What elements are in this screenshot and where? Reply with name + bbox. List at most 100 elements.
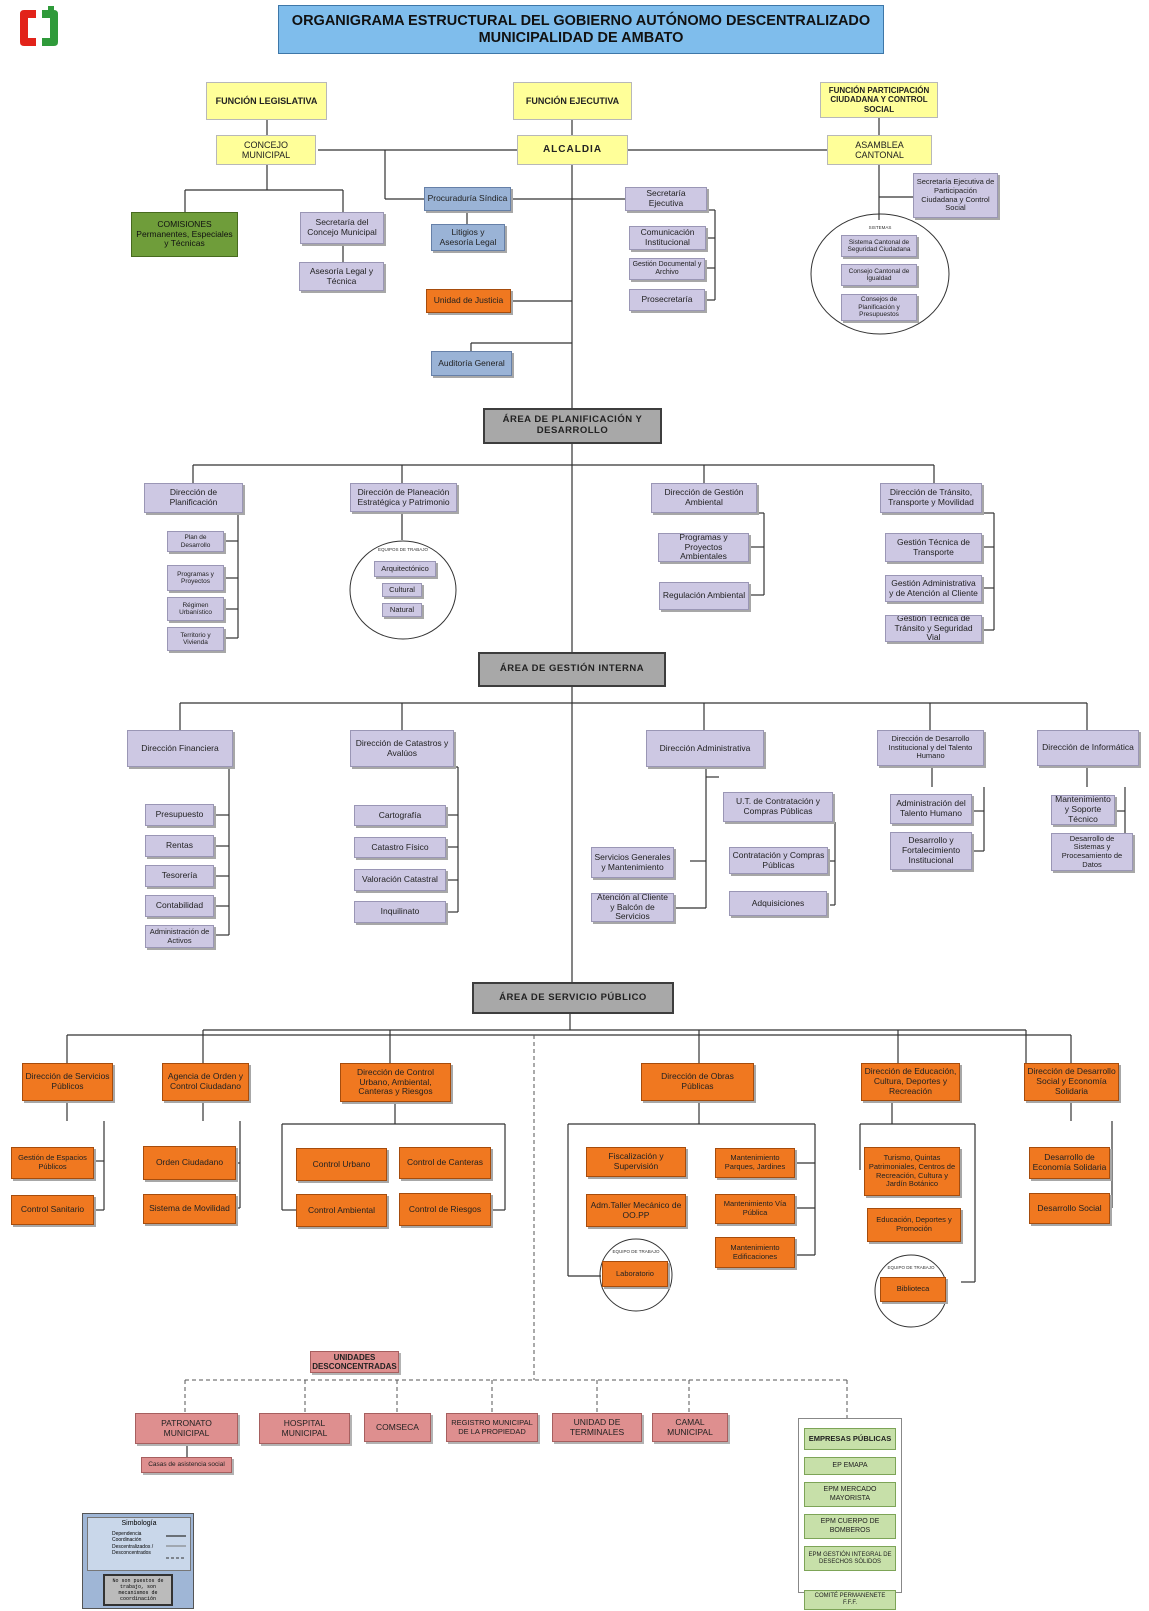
dir-obras-publicas[interactable]: Dirección de Obras Públicas (641, 1063, 754, 1101)
administracion-talento[interactable]: Administración del Talento Humano (890, 794, 972, 824)
gestion-tecnica-transporte[interactable]: Gestión Técnica de Transporte (885, 533, 982, 562)
area-servicio-publico[interactable]: ÁREA DE SERVICIO PÚBLICO (472, 982, 674, 1014)
ut-contratacion[interactable]: U.T. de Contratación y Compras Públicas (723, 792, 833, 822)
desarrollo-social[interactable]: Desarrollo Social (1029, 1193, 1110, 1224)
plan-desarrollo[interactable]: Plan de Desarrollo (167, 531, 224, 552)
concejo-municipal[interactable]: CONCEJO MUNICIPAL (216, 135, 316, 165)
adquisiciones[interactable]: Adquisiciones (729, 891, 827, 916)
dir-administrativa[interactable]: Dirección Administrativa (646, 730, 764, 767)
auditoria-general[interactable]: Auditoría General (431, 351, 512, 376)
desarrollo-institucional[interactable]: Desarrollo y Fortalecimiento Institucion… (890, 832, 972, 870)
comunicacion-institucional[interactable]: Comunicación Institucional (629, 226, 706, 250)
epm-mercado-mayorista[interactable]: EPM MERCADO MAYORISTA (804, 1482, 896, 1507)
taller-mecanico[interactable]: Adm.Taller Mecánico de OO.PP (586, 1194, 686, 1227)
programas-ambientales[interactable]: Programas y Proyectos Ambientales (658, 533, 749, 562)
dir-talento-humano[interactable]: Dirección de Desarrollo Institucional y … (877, 730, 984, 766)
unidad-justicia[interactable]: Unidad de Justicia (426, 289, 511, 313)
biblioteca[interactable]: Biblioteca (880, 1277, 946, 1302)
casas-asistencia[interactable]: Casas de asistencia social (141, 1457, 232, 1473)
dir-financiera[interactable]: Dirección Financiera (127, 730, 233, 767)
laboratorio[interactable]: Laboratorio (602, 1261, 668, 1287)
dir-planificacion[interactable]: Dirección de Planificación (144, 483, 243, 513)
gestion-documental[interactable]: Gestión Documental y Archivo (629, 258, 705, 280)
ep-emapa[interactable]: EP EMAPA (804, 1457, 896, 1475)
inquilinato[interactable]: Inquilinato (354, 901, 446, 923)
contabilidad[interactable]: Contabilidad (145, 895, 214, 917)
camal-municipal[interactable]: CAMAL MUNICIPAL (652, 1413, 728, 1442)
registro-propiedad[interactable]: REGISTRO MUNICIPAL DE LA PROPIEDAD (446, 1413, 538, 1442)
mantenimiento-edificaciones[interactable]: Mantenimiento Edificaciones (715, 1237, 795, 1268)
hospital-municipal[interactable]: HOSPITAL MUNICIPAL (259, 1413, 350, 1444)
atencion-cliente[interactable]: Atención al Cliente y Balcón de Servicio… (591, 893, 674, 922)
programas-proyectos[interactable]: Programas y Proyectos (167, 565, 224, 591)
epm-gestion-desechos[interactable]: EPM GESTIÓN INTEGRAL DE DESECHOS SÓLIDOS (804, 1546, 896, 1571)
mantenimiento-via[interactable]: Mantenimiento Vía Pública (715, 1194, 795, 1224)
asesoria-legal-tecnica[interactable]: Asesoría Legal y Técnica (299, 262, 384, 291)
dir-planeacion[interactable]: Dirección de Planeación Estratégica y Pa… (350, 483, 457, 512)
control-urbano[interactable]: Control Urbano (296, 1148, 387, 1181)
valoracion-catastral[interactable]: Valoración Catastral (354, 869, 446, 891)
dir-desarrollo-social[interactable]: Dirección de Desarrollo Social y Economí… (1024, 1063, 1119, 1101)
tesoreria[interactable]: Tesorería (145, 865, 214, 887)
equipo-cultural[interactable]: Cultural (382, 583, 422, 597)
desarrollo-sistemas[interactable]: Desarrollo de Sistemas y Procesamiento d… (1051, 833, 1133, 871)
control-riesgos[interactable]: Control de Riesgos (399, 1193, 491, 1226)
funcion-participacion[interactable]: FUNCIÓN PARTICIPACIÓN CIUDADANA Y CONTRO… (820, 82, 938, 118)
alcaldia[interactable]: ALCALDIA (517, 135, 628, 165)
secretaria-participacion[interactable]: Secretaría Ejecutiva de Participación Ci… (913, 173, 998, 218)
economia-solidaria[interactable]: Desarrollo de Economía Solidaria (1029, 1147, 1110, 1179)
funcion-legislativa[interactable]: FUNCIÓN LEGISLATIVA (206, 82, 327, 120)
asamblea-cantonal[interactable]: ASAMBLEA CANTONAL (827, 135, 932, 165)
presupuesto[interactable]: Presupuesto (145, 804, 214, 826)
control-sanitario[interactable]: Control Sanitario (11, 1195, 94, 1225)
funcion-ejecutiva[interactable]: FUNCIÓN EJECUTIVA (513, 82, 632, 120)
educacion-deportes[interactable]: Educación, Deportes y Promoción (867, 1208, 961, 1242)
equipo-natural[interactable]: Natural (382, 603, 422, 617)
sistema-movilidad[interactable]: Sistema de Movilidad (143, 1194, 236, 1224)
dir-servicios-publicos[interactable]: Dirección de Servicios Públicos (22, 1063, 113, 1101)
regimen-urbanistico[interactable]: Régimen Urbanístico (167, 597, 224, 621)
control-canteras[interactable]: Control de Canteras (399, 1147, 491, 1179)
consejo-igualdad[interactable]: Consejo Cantonal de Igualdad (841, 264, 917, 286)
mantenimiento-soporte[interactable]: Mantenimiento y Soporte Técnico (1051, 795, 1115, 825)
orden-ciudadano[interactable]: Orden Ciudadano (143, 1146, 236, 1180)
dir-gestion-ambiental[interactable]: Dirección de Gestión Ambiental (651, 483, 757, 513)
sistema-seguridad[interactable]: Sistema Cantonal de Seguridad Ciudadana (841, 235, 917, 257)
dir-control-urbano[interactable]: Dirección de Control Urbano, Ambiental, … (340, 1063, 451, 1102)
gestion-tecnica-transito[interactable]: Gestión Técnica de Tránsito y Seguridad … (885, 615, 982, 642)
secretaria-concejo[interactable]: Secretaría del Concejo Municipal (300, 212, 384, 244)
control-ambiental[interactable]: Control Ambiental (296, 1194, 387, 1227)
cartografia[interactable]: Cartografía (354, 805, 446, 826)
consejos-planificacion[interactable]: Consejos de Planificación y Presupuestos (841, 294, 917, 321)
area-gestion-interna[interactable]: ÁREA DE GESTIÓN INTERNA (478, 652, 666, 687)
administracion-activos[interactable]: Administración de Activos (145, 925, 214, 948)
gestion-administrativa-atencion[interactable]: Gestión Administrativa y de Atención al … (885, 575, 982, 602)
procuraduria-sindica[interactable]: Procuraduría Síndica (424, 187, 511, 211)
regulacion-ambiental[interactable]: Regulación Ambiental (659, 582, 749, 610)
gestion-espacios-publicos[interactable]: Gestión de Espacios Públicos (11, 1147, 94, 1179)
rentas[interactable]: Rentas (145, 835, 214, 857)
dir-transito[interactable]: Dirección de Tránsito, Transporte y Movi… (880, 483, 982, 513)
mantenimiento-parques[interactable]: Mantenimiento Parques, Jardines (715, 1148, 795, 1178)
servicios-generales[interactable]: Servicios Generales y Mantenimiento (591, 847, 674, 878)
litigios-asesoria[interactable]: Litigios y Asesoría Legal (431, 224, 505, 251)
fiscalizacion-supervision[interactable]: Fiscalización y Supervisión (586, 1147, 686, 1177)
unidad-terminales[interactable]: UNIDAD DE TERMINALES (552, 1413, 642, 1442)
prosecretaria[interactable]: Prosecretaría (629, 289, 705, 311)
contratacion-compras[interactable]: Contratación y Compras Públicas (729, 847, 828, 874)
dir-catastros[interactable]: Dirección de Catastros y Avalúos (350, 730, 454, 767)
equipo-arquitectonico[interactable]: Arquitectónico (374, 561, 436, 577)
catastro-fisico[interactable]: Catastro Físico (354, 837, 446, 858)
turismo-quintas[interactable]: Turismo, Quintas Patrimoniales, Centros … (864, 1147, 960, 1196)
comseca[interactable]: COMSECA (364, 1413, 431, 1442)
territorio-vivienda[interactable]: Territorio y Vivienda (167, 627, 224, 651)
epm-cuerpo-bomberos[interactable]: EPM CUERPO DE BOMBEROS (804, 1514, 896, 1539)
comite-permanente[interactable]: COMITÉ PERMANENETE F.F.F. (804, 1590, 896, 1610)
comisiones[interactable]: COMISIONES Permanentes, Especiales y Téc… (131, 212, 238, 257)
dir-informatica[interactable]: Dirección de Informática (1037, 730, 1139, 766)
patronato-municipal[interactable]: PATRONATO MUNICIPAL (135, 1413, 238, 1444)
agencia-orden-control[interactable]: Agencia de Orden y Control Ciudadano (162, 1063, 249, 1101)
secretaria-ejecutiva[interactable]: Secretaría Ejecutiva (625, 187, 707, 211)
area-planificacion[interactable]: ÁREA DE PLANIFICACIÓN Y DESARROLLO (483, 408, 662, 444)
dir-educacion-cultura[interactable]: Dirección de Educación, Cultura, Deporte… (861, 1063, 960, 1101)
